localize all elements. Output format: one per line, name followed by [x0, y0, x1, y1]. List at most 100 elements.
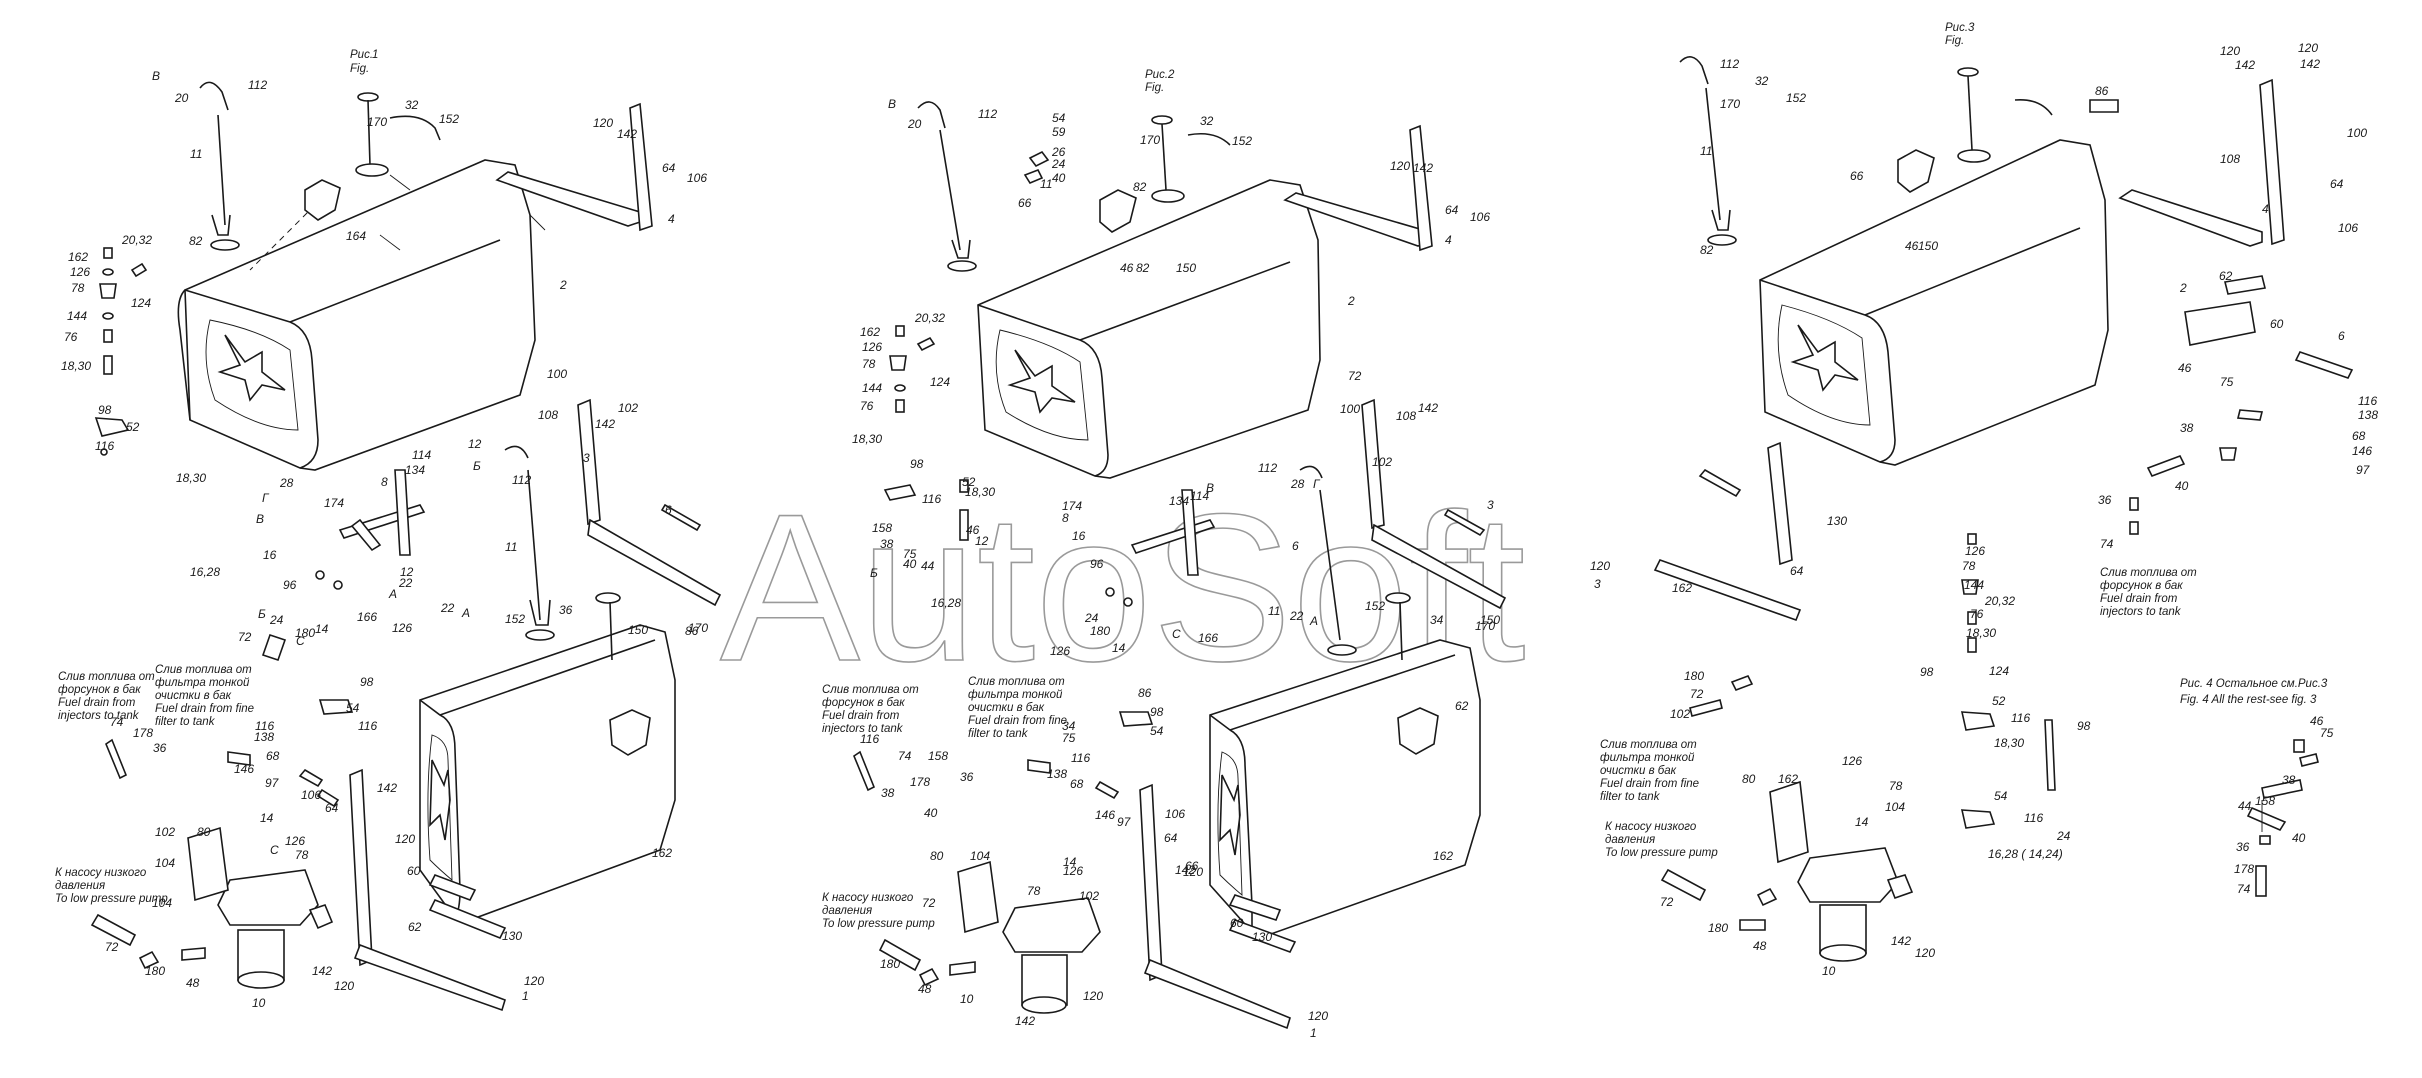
part-callout: B	[256, 512, 264, 526]
part-callout: 112	[248, 78, 267, 92]
part-callout: 108	[2220, 152, 2240, 166]
part-callout: 102	[1079, 889, 1099, 903]
part-callout: 10	[1822, 964, 1836, 978]
fig1-lower-filler	[504, 445, 621, 661]
part-callout: 106	[1470, 210, 1490, 224]
part-callout: 24	[2056, 829, 2071, 843]
svg-text:Слив топлива от: Слив топлива от	[1600, 739, 1697, 751]
fig1-num: 1	[372, 49, 378, 61]
fig1-fuel-filter	[90, 826, 334, 989]
part-callout: 60	[1230, 916, 1244, 930]
part-callout: 76	[64, 330, 78, 344]
part-callout: 86	[2095, 84, 2109, 98]
part-callout: 1	[1310, 1026, 1317, 1040]
part-callout: 152	[505, 612, 525, 626]
svg-text:форсунок в бак: форсунок в бак	[58, 684, 141, 696]
part-callout: 46	[1905, 239, 1919, 253]
part-callout: 36	[960, 770, 974, 784]
caption-filter-fig3: Слив топлива от фильтра тонкой очистки в…	[1600, 739, 1699, 803]
part-callout: 16	[263, 548, 277, 562]
part-callout: 124	[930, 375, 950, 389]
part-callout: 114	[1190, 489, 1209, 503]
part-callout: 2	[559, 278, 567, 292]
part-callout: 134	[1169, 494, 1189, 508]
part-callout: Б	[870, 566, 878, 580]
part-callout: 166	[357, 610, 377, 624]
part-callout: 142	[1015, 1014, 1035, 1028]
part-callout: 124	[1989, 664, 2009, 678]
part-callout: 106	[2338, 221, 2358, 235]
part-callout: 75	[2320, 726, 2334, 740]
caption-injectors-fig1: Слив топлива от форсунок в бак Fuel drai…	[58, 671, 155, 722]
part-callout: 170	[1475, 619, 1495, 633]
fig1-bracket-3	[577, 398, 722, 607]
part-callout: 11	[1040, 177, 1052, 191]
part-callout: 78	[71, 281, 85, 295]
part-callout: 162	[1672, 581, 1692, 595]
svg-text:очистки в бак: очистки в бак	[1600, 765, 1677, 777]
svg-text:filter to tank: filter to tank	[155, 716, 216, 728]
part-callout: 32	[405, 98, 419, 112]
part-callout: 174	[1062, 499, 1082, 513]
part-callout: 72	[922, 896, 936, 910]
part-callout: 80	[1742, 772, 1756, 786]
part-callout: 16,28 ( 14,24)	[1988, 847, 2063, 861]
part-callout: 20,32	[914, 311, 945, 325]
svg-text:К насосу низкого: К насосу низкого	[822, 892, 914, 904]
part-callout: 62	[408, 920, 422, 934]
part-callout: 54	[1052, 111, 1066, 125]
part-callout: 174	[324, 496, 344, 510]
part-callout: 96	[283, 578, 297, 592]
part-callout: 52	[126, 420, 140, 434]
part-callout: 18,30	[965, 485, 995, 499]
part-callout: 18,30	[1966, 626, 1996, 640]
fig2-bracket-4	[1283, 124, 1433, 252]
part-callout: 98	[910, 457, 924, 471]
part-callout: 18,30	[61, 359, 91, 373]
part-callout: 14	[260, 811, 274, 825]
part-callout: 158	[872, 521, 892, 535]
part-callout: 80	[930, 849, 944, 863]
part-callout: 82	[189, 234, 203, 248]
part-callout: B	[888, 97, 896, 111]
part-callout: 11	[190, 147, 202, 161]
part-callout: 68	[1070, 777, 1084, 791]
part-callout: 97	[265, 776, 280, 790]
part-callout: 146	[1095, 808, 1115, 822]
part-callout: 120	[1590, 559, 1610, 573]
part-callout: 104	[152, 896, 172, 910]
part-callout: 46	[966, 523, 980, 537]
part-callout: 60	[2270, 317, 2284, 331]
part-callout: 158	[928, 749, 948, 763]
part-callout: 44	[921, 559, 935, 573]
part-callout: 116	[1071, 751, 1090, 765]
part-callout: 126	[862, 340, 882, 354]
part-callout: 4	[1445, 233, 1452, 247]
fig3-fig: Fig.	[1945, 35, 1964, 47]
part-callout: 16,28	[190, 565, 220, 579]
part-callout: 82	[1136, 261, 1150, 275]
part-callout: 66	[1018, 196, 1032, 210]
figure-1: Рис. Fig. 1	[90, 49, 722, 1012]
part-callout: 116	[255, 719, 274, 733]
part-callout: Г	[262, 491, 270, 505]
part-callout: 82	[1700, 243, 1714, 257]
part-callout: 102	[1670, 707, 1690, 721]
part-callout: Г	[1313, 477, 1321, 491]
part-callout: 124	[131, 296, 151, 310]
part-callout: 10	[960, 992, 974, 1006]
part-callout: 54	[1150, 724, 1164, 738]
caption-injectors-fig3: Слив топлива от форсунок в бак Fuel drai…	[2100, 567, 2197, 618]
part-callout: 146	[2352, 444, 2372, 458]
fig3-bracket-4	[2089, 78, 2285, 247]
part-callout: 138	[1047, 767, 1067, 781]
part-callout: 32	[1755, 74, 1769, 88]
part-callout: 162	[860, 325, 880, 339]
part-callout: 98	[1920, 665, 1934, 679]
svg-text:Слив топлива от: Слив топлива от	[155, 664, 252, 676]
svg-text:давления: давления	[822, 905, 872, 917]
part-callout: 114	[412, 448, 431, 462]
part-callout: 1	[522, 989, 529, 1003]
part-callout: 14	[1112, 641, 1126, 655]
